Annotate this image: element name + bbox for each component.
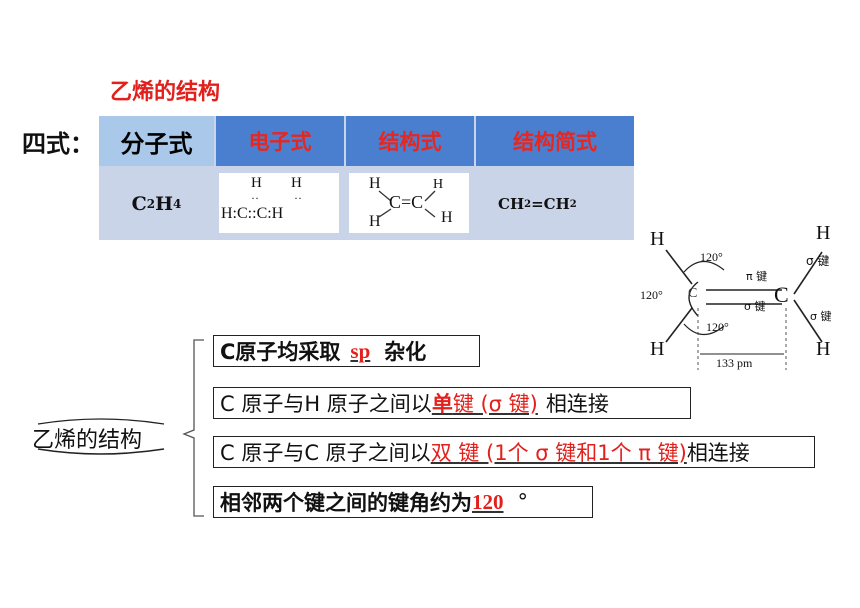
ethylene-diagram: H H H H C C 120° 120° 120° π 键 σ 键 σ 键 σ…: [634, 222, 854, 374]
structural-formula-cell: H H H H C=C: [349, 173, 469, 233]
header-molecular-formula: 分子式: [99, 116, 214, 166]
item1-prefix: C原子均采取: [220, 340, 341, 364]
condensed-sub1: 2: [524, 198, 532, 210]
header-condensed-formula: 结构简式: [476, 116, 634, 166]
mindmap-bracket: [182, 339, 204, 517]
electron-h-top-1: H: [251, 175, 262, 191]
diagram-angle-left: 120°: [640, 288, 663, 302]
item3-suffix: 相连接: [686, 441, 750, 465]
diagram-h-bottom-right: H: [816, 338, 831, 360]
structural-h-top-right: H: [433, 177, 444, 192]
item3-answer: 双 键 (1个 σ 键和1个 π 键): [430, 441, 687, 465]
four-forms-label: 四式：: [22, 130, 94, 158]
header-electron-formula: 电子式: [216, 116, 344, 166]
mindmap-item-3: C 原子与C 原子之间以 双 键 (1个 σ 键和1个 π 键) 相连接: [213, 436, 815, 468]
condensed-sub2: 2: [569, 198, 577, 210]
diagram-sigma-upper: σ 键: [806, 254, 830, 268]
root-outline: [37, 418, 165, 455]
mindmap-root: 乙烯的结构: [28, 416, 172, 456]
item1-suffix: 杂化: [384, 340, 427, 364]
electron-dots-1: ··: [251, 191, 259, 205]
electron-dots-2: ··: [294, 191, 302, 205]
structural-center: C=C: [389, 192, 424, 212]
electron-formula-cell: H H ·· ·· H:C::C:H: [219, 173, 339, 233]
diagram-c-left: C: [688, 286, 698, 301]
mindmap-item-4: 相邻两个键之间的键角约为 120 °: [213, 486, 593, 518]
electron-main-line: H:C::C:H: [221, 205, 284, 222]
formula-c: C: [131, 193, 147, 215]
electron-h-top-2: H: [291, 175, 302, 191]
diagram-angle-top: 120°: [700, 250, 723, 264]
formula-c-sub: 2: [146, 197, 156, 211]
condensed-part2: =CH: [531, 195, 570, 213]
structural-h-bottom-right: H: [441, 209, 453, 226]
section-title: 乙烯的结构: [110, 80, 221, 105]
item4-suffix: °: [517, 490, 529, 514]
item3-prefix: C 原子与C 原子之间以: [220, 441, 431, 465]
diagram-h-top-left: H: [650, 228, 665, 250]
structural-h-bottom-left: H: [369, 213, 381, 230]
formula-h-sub: 4: [173, 197, 182, 211]
structural-h-top-left: H: [369, 175, 381, 192]
diagram-h-bottom-left: H: [650, 338, 665, 360]
diagram-pi-bond: π 键: [746, 270, 768, 283]
item2-answer-bold: 单: [431, 392, 453, 416]
condensed-part1: CH: [498, 195, 525, 213]
diagram-sigma-lower: σ 键: [810, 310, 832, 323]
item1-answer: sp: [350, 338, 371, 363]
structural-bonds: [378, 190, 436, 218]
item4-answer: 120: [472, 489, 504, 514]
ethylene-diagram-lines: [665, 249, 823, 370]
formula-h: H: [155, 193, 174, 215]
item2-answer: 键 (σ 键): [452, 392, 538, 416]
item4-prefix: 相邻两个键之间的键角约为: [220, 491, 472, 515]
diagram-sigma-mid: σ 键: [744, 300, 766, 313]
diagram-angle-bottom: 120°: [706, 320, 729, 334]
item2-prefix: C 原子与H 原子之间以: [220, 392, 432, 416]
mindmap-root-label: 乙烯的结构: [32, 428, 143, 453]
diagram-h-top-right: H: [816, 222, 831, 244]
mindmap-item-1: C原子均采取 sp 杂化: [213, 335, 480, 367]
diagram-bond-length: 133 pm: [716, 356, 753, 370]
mindmap-item-2: C 原子与H 原子之间以 单键 (σ 键) 相连接: [213, 387, 691, 419]
item2-suffix: 相连接: [545, 392, 609, 416]
header-structural-formula: 结构式: [346, 116, 474, 166]
diagram-c-right: C: [774, 282, 789, 307]
